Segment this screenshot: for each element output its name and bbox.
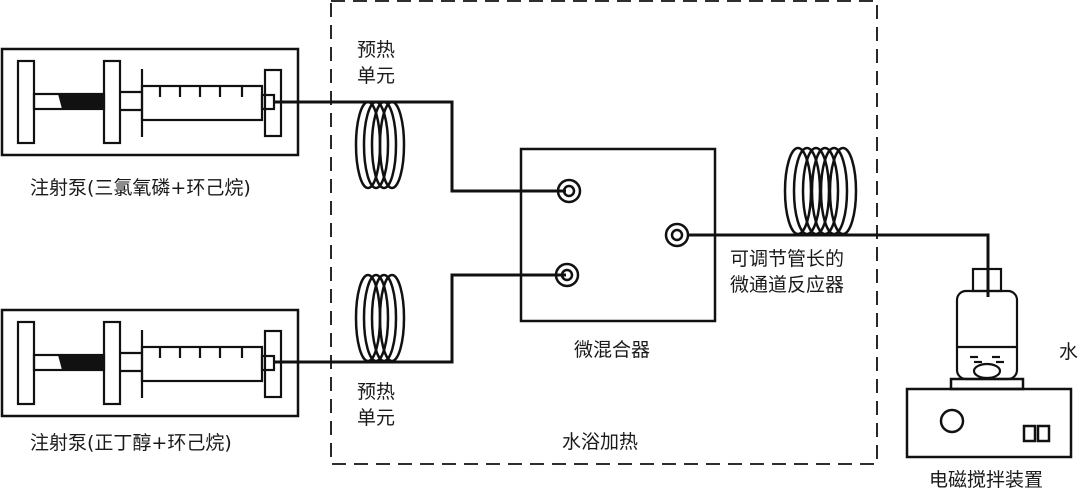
pump-bottom-label: 注射泵(正丁醇+环己烷): [30, 432, 232, 454]
mixer-label: 微混合器: [574, 339, 651, 361]
magnetic-stirrer: [905, 377, 1073, 459]
collection-bottle: [955, 267, 1019, 381]
stir-bar: [972, 362, 1002, 380]
stirrer-switch-2: [1036, 424, 1051, 443]
syringe-tip: [260, 354, 276, 372]
microchannel-reactor-coil: [783, 146, 858, 236]
reactor-label-line2: 微通道反应器: [730, 274, 845, 296]
plunger-rod-fill: [58, 355, 104, 370]
preheat-coil-top: [354, 100, 406, 190]
stirrer-label: 电磁搅拌装置: [929, 469, 1044, 491]
syringe-tip: [260, 93, 276, 111]
preheat-top-label-line2: 单元: [357, 65, 396, 87]
needle-clamp: [263, 329, 283, 399]
stirrer-switch-1: [1022, 424, 1037, 443]
preheat-top-label-line1: 预热: [357, 39, 396, 61]
water-bath-label: 水浴加热: [562, 431, 639, 453]
stirrer-knob: [939, 408, 965, 434]
preheat-bottom-label-line1: 预热: [357, 381, 396, 403]
stirrer-plate: [949, 377, 1025, 391]
bottle-body: [955, 289, 1019, 381]
mixer-inlet-port-top: [556, 178, 582, 204]
syringe-pump-bottom: [0, 308, 300, 418]
preheat-bottom-label-line2: 单元: [357, 407, 396, 429]
reactor-label-line1: 可调节管长的: [730, 248, 845, 270]
graduation-marks: [158, 347, 244, 358]
pump-housing: [0, 308, 300, 418]
tubing-bottom: [274, 273, 566, 364]
plunger-holder: [102, 59, 122, 145]
micro-mixer: [519, 147, 717, 323]
graduation-marks: [158, 86, 244, 97]
plunger-end-plate: [16, 59, 36, 145]
syringe-pump-top: [0, 47, 300, 157]
mixer-inlet-port-bottom: [554, 262, 580, 288]
preheat-coil-bottom: [354, 273, 406, 363]
water-bath-boundary: [330, 0, 878, 465]
pump-top-label: 注射泵(三氯氧磷+环己烷): [30, 177, 251, 199]
water-label: 水: [1059, 341, 1079, 363]
tubing-top: [274, 100, 566, 193]
pump-housing: [0, 47, 300, 157]
plunger-end-plate: [16, 320, 36, 406]
plunger-rod-fill: [58, 94, 104, 109]
stirrer-base: [905, 387, 1073, 459]
mixer-outlet-port: [664, 222, 690, 248]
plunger-holder: [102, 320, 122, 406]
